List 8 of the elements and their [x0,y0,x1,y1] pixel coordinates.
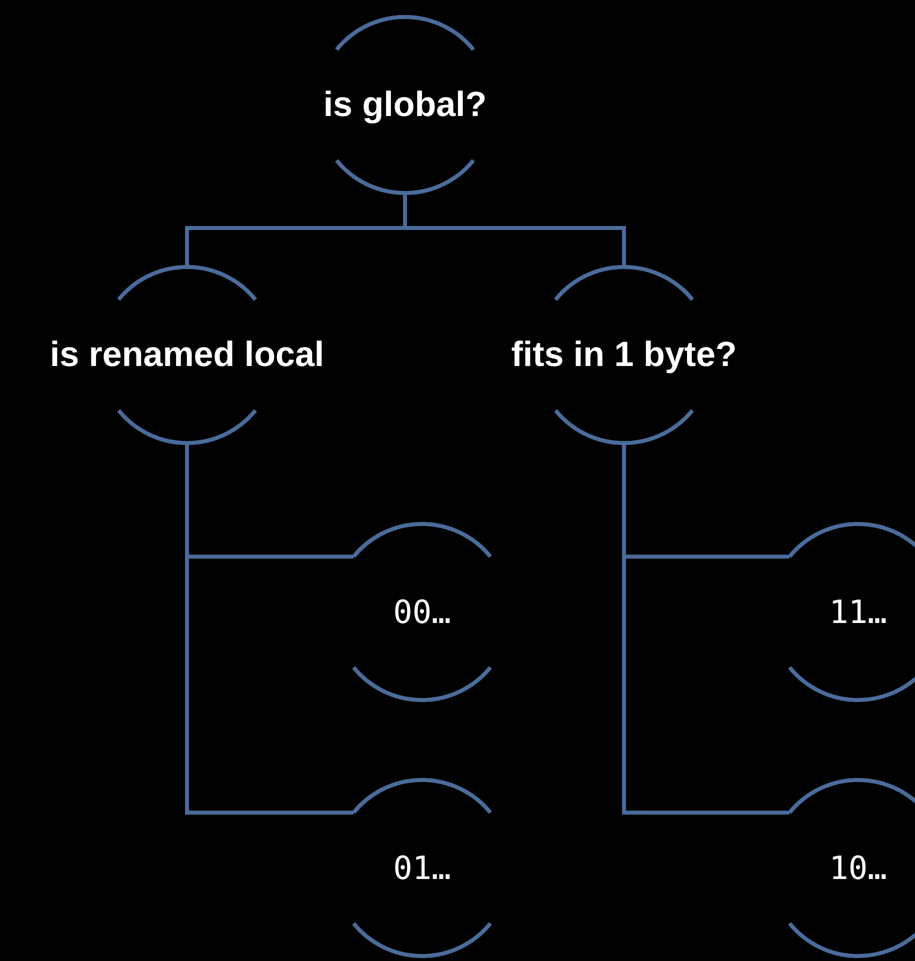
node-label: fits in 1 byte? [511,334,737,376]
node-label: 01… [393,848,451,889]
node-label: is global? [323,84,487,126]
node-label: 11… [829,592,887,633]
node-label: 00… [393,592,451,633]
node-label: is renamed local [50,334,324,376]
node-label: 10… [829,848,887,889]
connector-line [403,193,626,267]
